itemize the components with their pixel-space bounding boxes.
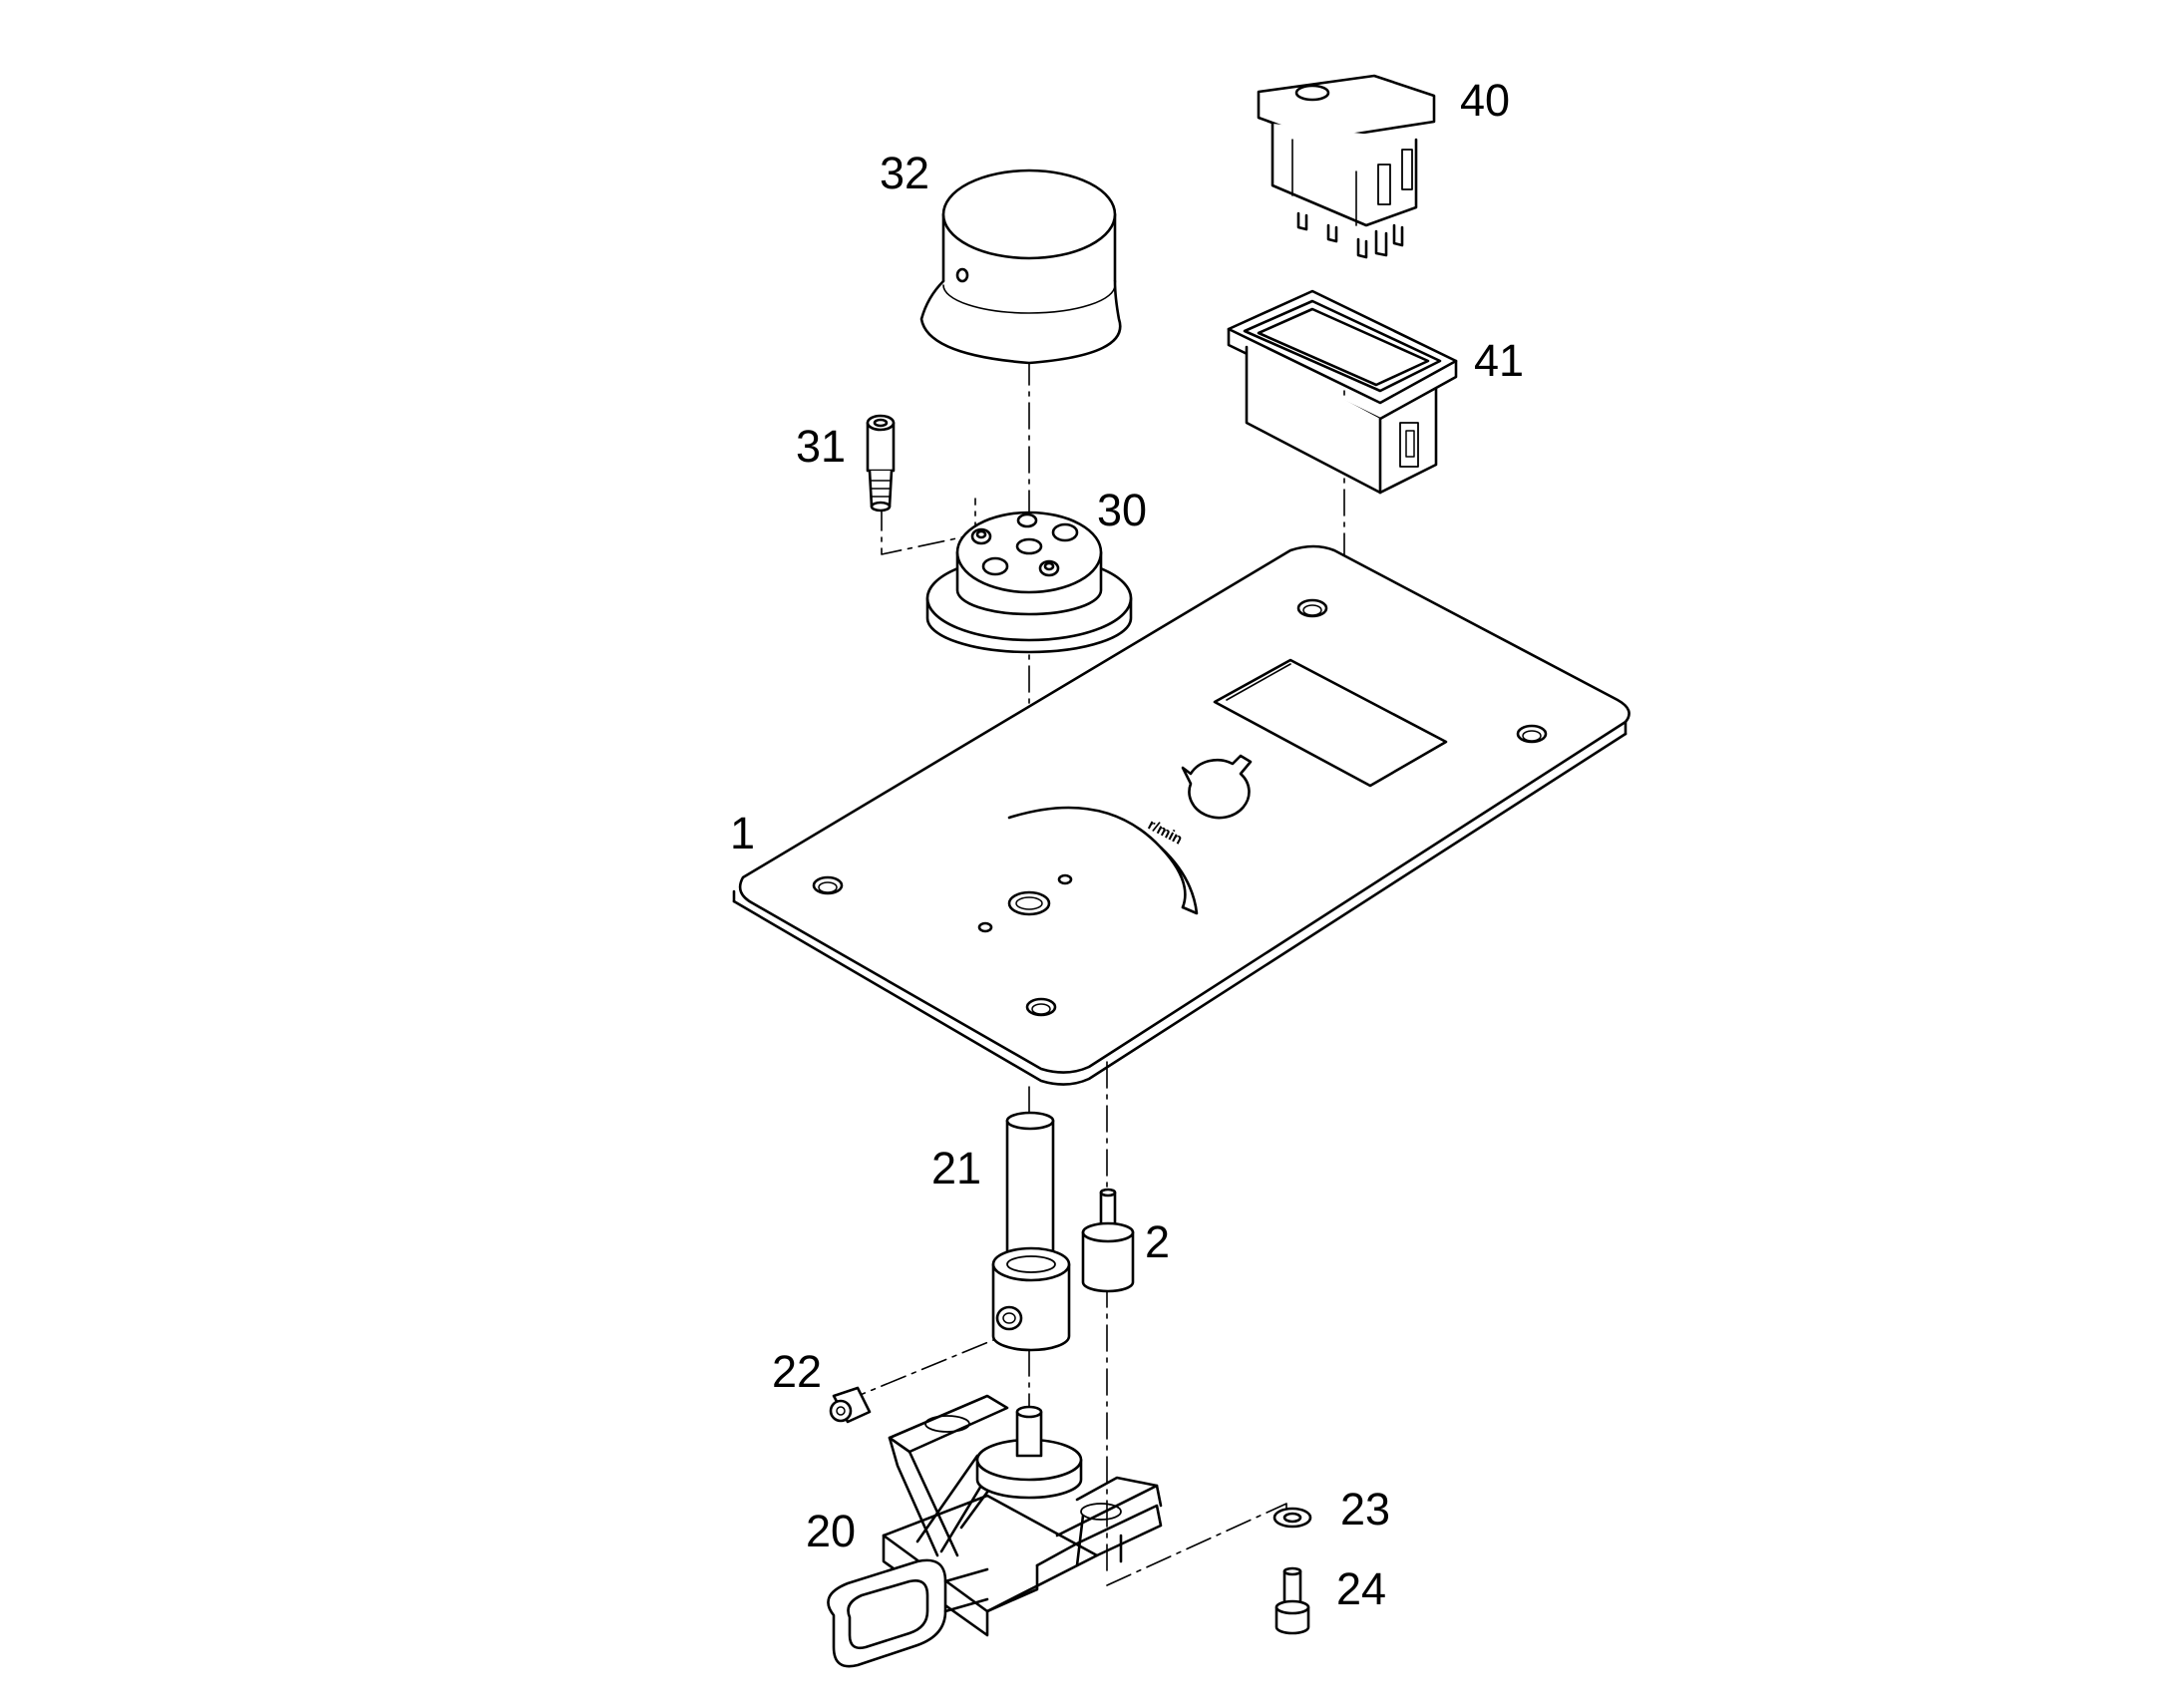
- part-label-30: 30: [1097, 485, 1148, 535]
- cap-screw-part: [866, 414, 896, 512]
- part-label-21: 21: [931, 1143, 982, 1194]
- screw-part: [1274, 1566, 1310, 1635]
- spacer-part: [1081, 1188, 1135, 1293]
- set-screw-part: [829, 1386, 872, 1424]
- knob-cap-part: [919, 169, 1122, 365]
- part-label-41: 41: [1474, 335, 1525, 386]
- knob-hub-part: [925, 511, 1133, 654]
- part-label-20: 20: [806, 1506, 857, 1556]
- sensor-bracket-part: [827, 1394, 1163, 1668]
- part-label-2: 2: [1145, 1216, 1171, 1267]
- shaft-part: [991, 1111, 1071, 1352]
- part-label-24: 24: [1336, 1563, 1387, 1614]
- part-label-23: 23: [1340, 1484, 1391, 1535]
- part-label-32: 32: [880, 148, 930, 198]
- part-label-31: 31: [796, 421, 847, 472]
- washer-part: [1272, 1507, 1312, 1529]
- part-label-22: 22: [772, 1346, 823, 1397]
- part-label-40: 40: [1460, 75, 1511, 126]
- part-label-1: 1: [730, 808, 756, 858]
- mounting-plate-part: [732, 544, 1631, 1086]
- rocker-switch-part: [1257, 74, 1436, 259]
- switch-bezel-part: [1227, 289, 1458, 495]
